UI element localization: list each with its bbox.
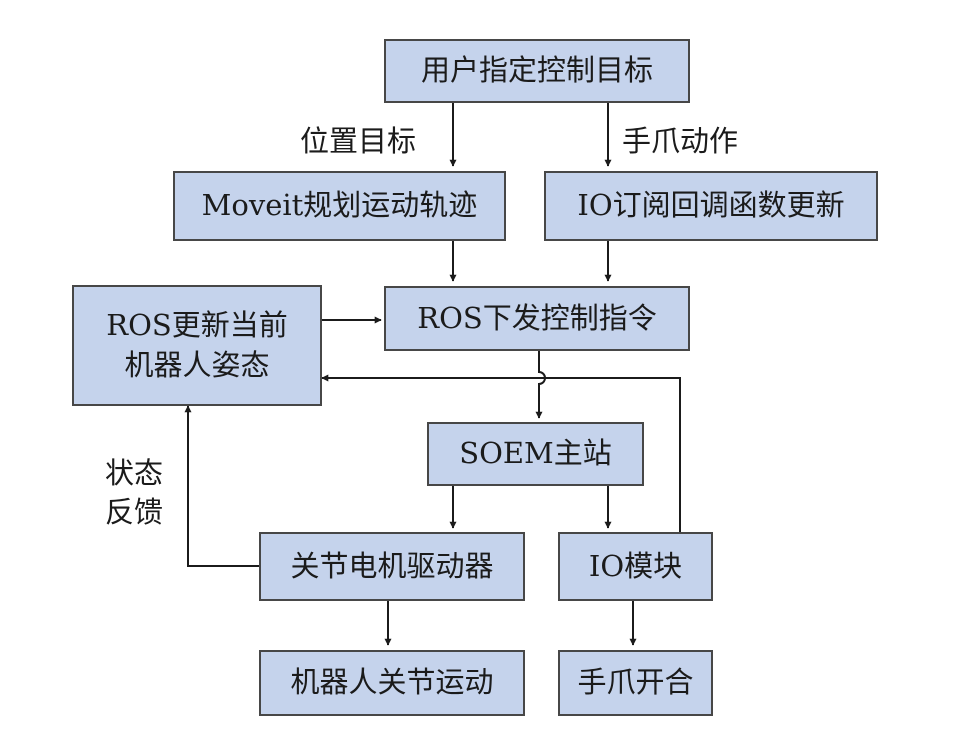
node-ros-update-pose: ROS更新当前 机器人姿态 [72,285,322,406]
node-soem-master: SOEM主站 [427,422,644,486]
node-io-callback-label: IO订阅回调函数更新 [577,188,845,223]
node-user-target: 用户指定控制目标 [384,39,690,103]
node-io-callback: IO订阅回调函数更新 [544,171,878,241]
node-gripper-open-close: 手爪开合 [558,650,713,716]
node-moveit-planning: Moveit规划运动轨迹 [173,171,506,241]
edge-label-status-feedback-line1: 状态 [105,456,164,490]
node-moveit-planning-label: Moveit规划运动轨迹 [201,188,478,223]
node-gripper-open-close-label: 手爪开合 [577,665,694,700]
node-joint-motor-driver-label: 关节电机驱动器 [290,548,494,583]
node-joint-motor-driver: 关节电机驱动器 [259,532,525,601]
node-ros-update-pose-line2: 机器人姿态 [124,347,270,382]
node-io-module-label: IO模块 [588,548,683,583]
node-robot-joint-motion: 机器人关节运动 [259,650,525,716]
edge-label-position-target: 位置目标 [300,124,417,158]
node-ros-update-pose-line1: ROS更新当前 [106,308,288,343]
node-ros-send-command-label: ROS下发控制指令 [417,300,657,335]
arrow-ros-command-to-soem [535,351,546,419]
node-io-module: IO模块 [558,532,713,601]
arrow-joint-driver-status-feedback [184,405,259,567]
node-robot-joint-motion-label: 机器人关节运动 [290,665,494,700]
edge-label-status-feedback: 状态 反馈 [105,454,163,532]
edge-label-status-feedback-line2: 反馈 [105,495,164,530]
arrow-io-module-feedback-to-ros-update [321,374,681,532]
node-ros-send-command: ROS下发控制指令 [384,286,690,351]
edge-label-gripper-action: 手爪动作 [622,124,739,158]
node-user-target-label: 用户指定控制目标 [420,53,653,88]
node-soem-master-label: SOEM主站 [459,436,612,471]
